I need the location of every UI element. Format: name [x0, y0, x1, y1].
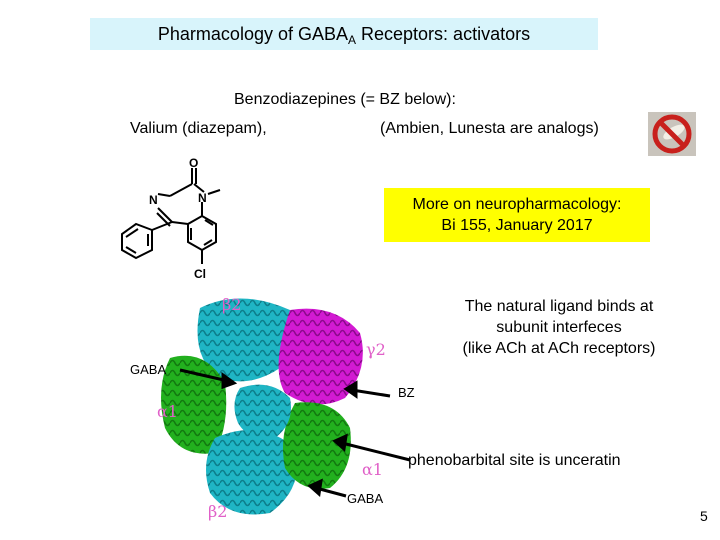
ligand-line-1: The natural ligand binds at [464, 298, 654, 315]
gaba-left-label: GABA [130, 362, 167, 377]
benzodiazepines-heading: Benzodiazepines (= BZ below): [234, 91, 456, 108]
beta2-top-label: β2 [222, 295, 242, 314]
gaba-bottom-label: GABA [347, 491, 384, 506]
page-number: 5 [700, 508, 708, 524]
title-main: Pharmacology of GABA [157, 24, 348, 44]
analogs-label: (Ambien, Lunesta are analogs) [380, 120, 599, 137]
neuropharmacology-note: More on neuropharmacology: Bi 155, Janua… [384, 188, 650, 242]
bz-label: BZ [398, 385, 415, 400]
oxygen-label: O [189, 156, 198, 170]
diazepam-structure: O N N Cl [121, 156, 221, 281]
nitrogen-label-2: N [149, 193, 158, 207]
beta2-bottom-label: β2 [208, 502, 228, 521]
no-sleeping-pills-icon [648, 112, 696, 156]
ligand-line-3: (like ACh at ACh receptors) [462, 340, 656, 357]
note-line-2: Bi 155, January 2017 [441, 217, 593, 234]
valium-label: Valium (diazepam), [130, 120, 267, 137]
nitrogen-label-1: N [198, 191, 207, 205]
alpha1-bottom-label: α1 [362, 460, 383, 479]
title-rest: Receptors: activators [356, 24, 531, 44]
gamma2-label: γ2 [366, 340, 386, 359]
note-line-1: More on neuropharmacology: [412, 196, 622, 213]
ligand-line-2: subunit interfeces [496, 319, 622, 336]
title-subscript: A [348, 33, 357, 47]
alpha1-left-label: α1 [157, 402, 178, 421]
phenobarbital-note: phenobarbital site is unceratin [408, 452, 621, 469]
chlorine-label: Cl [194, 267, 206, 281]
slide-title: Pharmacology of GABAA Receptors: activat… [90, 18, 598, 50]
ligand-explanation: The natural ligand binds at subunit inte… [436, 296, 682, 359]
gaba-receptor-structure [161, 298, 411, 515]
